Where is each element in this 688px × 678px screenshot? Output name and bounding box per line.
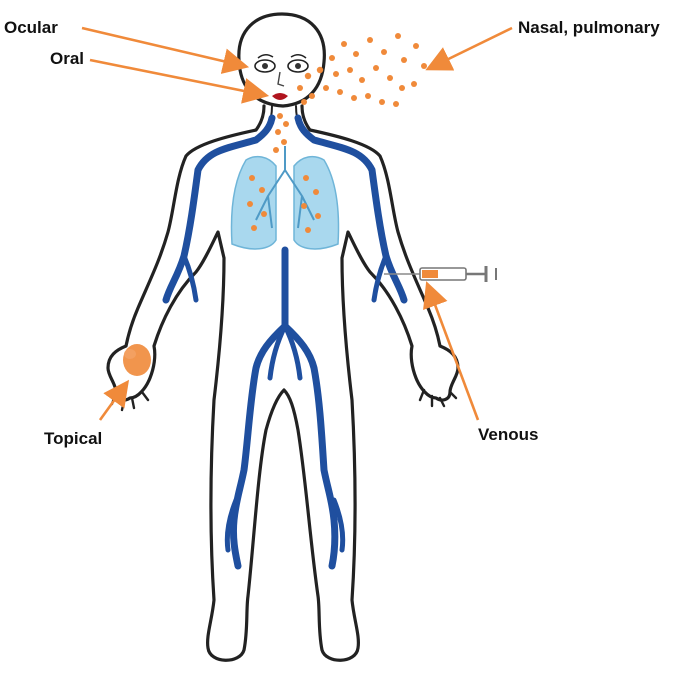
nasal-arrow xyxy=(430,28,512,68)
label-nasal-pulmonary: Nasal, pulmonary xyxy=(518,18,660,37)
topical-patch xyxy=(123,344,151,376)
label-ocular: Ocular xyxy=(4,18,58,37)
syringe xyxy=(384,266,496,282)
label-topical: Topical xyxy=(44,429,102,448)
ocular-arrow xyxy=(82,28,244,66)
lungs xyxy=(232,146,339,249)
mouth xyxy=(272,93,288,100)
venous-arrow xyxy=(428,286,478,420)
face xyxy=(255,55,308,100)
label-venous: Venous xyxy=(478,425,538,444)
topical-arrow xyxy=(100,384,126,420)
label-oral: Oral xyxy=(50,49,84,68)
veins xyxy=(166,118,404,566)
body-outline xyxy=(108,14,458,660)
